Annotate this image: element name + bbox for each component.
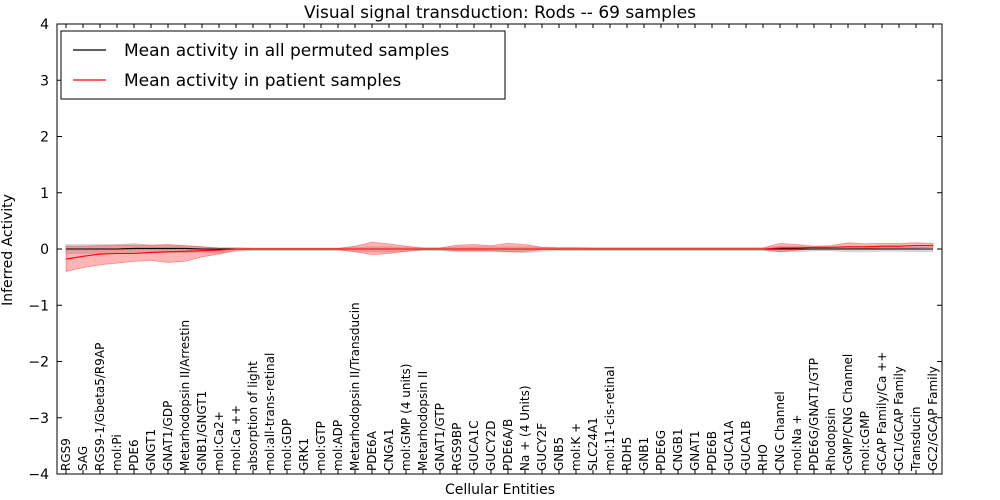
x-tick-label: mol:11-cis-retinal: [603, 366, 617, 471]
x-tick-label: mol:Pi: [110, 434, 124, 471]
x-tick-label: PDE6B: [705, 431, 719, 471]
y-axis-label: Inferred Activity: [0, 194, 16, 306]
x-tick-label: GUCA1A: [722, 420, 736, 471]
legend: Mean activity in all permuted samples Me…: [60, 30, 506, 100]
x-tick-label: mol:GTP: [314, 421, 328, 471]
x-tick-label: GNAT1/GTP: [433, 403, 447, 471]
y-tick-label: 2: [40, 130, 49, 146]
x-tick-label: CNGA1: [382, 429, 396, 472]
x-tick-label: mol:GMP (4 units): [399, 364, 413, 471]
x-tick-label: SAG: [76, 446, 90, 471]
x-tick-label: CNGB1: [671, 428, 685, 471]
x-tick-label: GNB1/GNGT1: [195, 391, 209, 471]
x-tick-label: GNAT1/GDP: [161, 401, 175, 471]
x-tick-label: mol:cGMP: [858, 411, 872, 471]
x-tick-label: GC1/GCAP Family: [892, 366, 906, 471]
legend-label-permuted: Mean activity in all permuted samples: [124, 41, 449, 61]
x-tick-label: GNB5: [552, 437, 566, 471]
x-tick-label: GNGT1: [144, 429, 158, 471]
x-tick-label: GUCA1B: [739, 420, 753, 471]
x-tick-label: PDE6G: [654, 430, 668, 471]
x-tick-label: Metarhodopsin II: [416, 371, 430, 471]
x-tick-label: Transducin: [909, 407, 923, 472]
x-tick-label: PDE6G/GNAT1/GTP: [807, 358, 821, 471]
x-tick-label: CNG Channel: [773, 391, 787, 471]
x-tick-label: mol:Ca ++: [229, 405, 243, 471]
y-tick-label: −4: [28, 467, 49, 483]
y-tick-label: 4: [40, 17, 49, 33]
x-tick-label: mol:Ca2+: [212, 411, 226, 471]
plot-area: [65, 241, 934, 273]
y-tick-label: 1: [40, 186, 49, 202]
x-tick-label: mol:Na +: [790, 414, 804, 471]
x-tick-label: RGS9-1/Gbeta5/R9AP: [93, 343, 107, 471]
x-tick-label: RDH5: [620, 437, 634, 471]
x-tick-label: Rhodopsin: [824, 408, 838, 471]
x-tick-label: GNAT1: [688, 430, 702, 471]
x-tick-label: PDE6: [127, 439, 141, 471]
y-tick-label: −2: [28, 355, 49, 371]
x-tick-label: mol:ADP: [331, 420, 345, 471]
x-tick-label: Metarhodopsin II/Transducin: [348, 302, 362, 471]
x-tick-label: cGMP/CNG Channel: [841, 354, 855, 471]
x-tick-label: SLC24A1: [586, 417, 600, 471]
x-tick-label: GUCY2F: [535, 423, 549, 471]
x-tick-label: PDE6A/B: [501, 419, 515, 471]
patient-spread-band: [65, 241, 934, 273]
x-tick-label: GUCA1C: [467, 420, 481, 471]
legend-box: [60, 30, 506, 100]
legend-label-patient: Mean activity in patient samples: [124, 71, 401, 91]
y-tick-label: −1: [28, 298, 49, 314]
x-tick-label: Metarhodopsin II/Arrestin: [178, 320, 192, 471]
x-tick-label: GRK1: [297, 438, 311, 471]
x-axis-label: Cellular Entities: [445, 482, 555, 498]
x-tick-label: mol:all-trans-retinal: [263, 353, 277, 471]
x-tick-label: GCAP Family/Ca ++: [875, 352, 889, 471]
x-tick-label: RGS9BP: [450, 423, 464, 471]
y-tick-label: −3: [28, 411, 49, 427]
x-tick-label: RGS9: [59, 438, 73, 471]
x-tick-label: GUCY2D: [484, 421, 498, 471]
y-tick-label: 0: [40, 242, 49, 258]
chart-title: Visual signal transduction: Rods -- 69 s…: [304, 3, 696, 23]
x-tick-label: GC2/GCAP Family: [926, 366, 940, 471]
y-tick-label: 3: [40, 73, 49, 89]
x-tick-label: PDE6A: [365, 430, 379, 471]
x-tick-label: absorption of light: [246, 361, 260, 471]
x-tick-label: Na + (4 Units): [518, 385, 532, 471]
x-tick-label: GNB1: [637, 437, 651, 471]
x-tick-label: RHO: [756, 444, 770, 471]
patient-mean-line: [65, 245, 933, 260]
x-tick-label: mol:GDP: [280, 419, 294, 471]
x-tick-label: mol:K +: [569, 423, 583, 471]
